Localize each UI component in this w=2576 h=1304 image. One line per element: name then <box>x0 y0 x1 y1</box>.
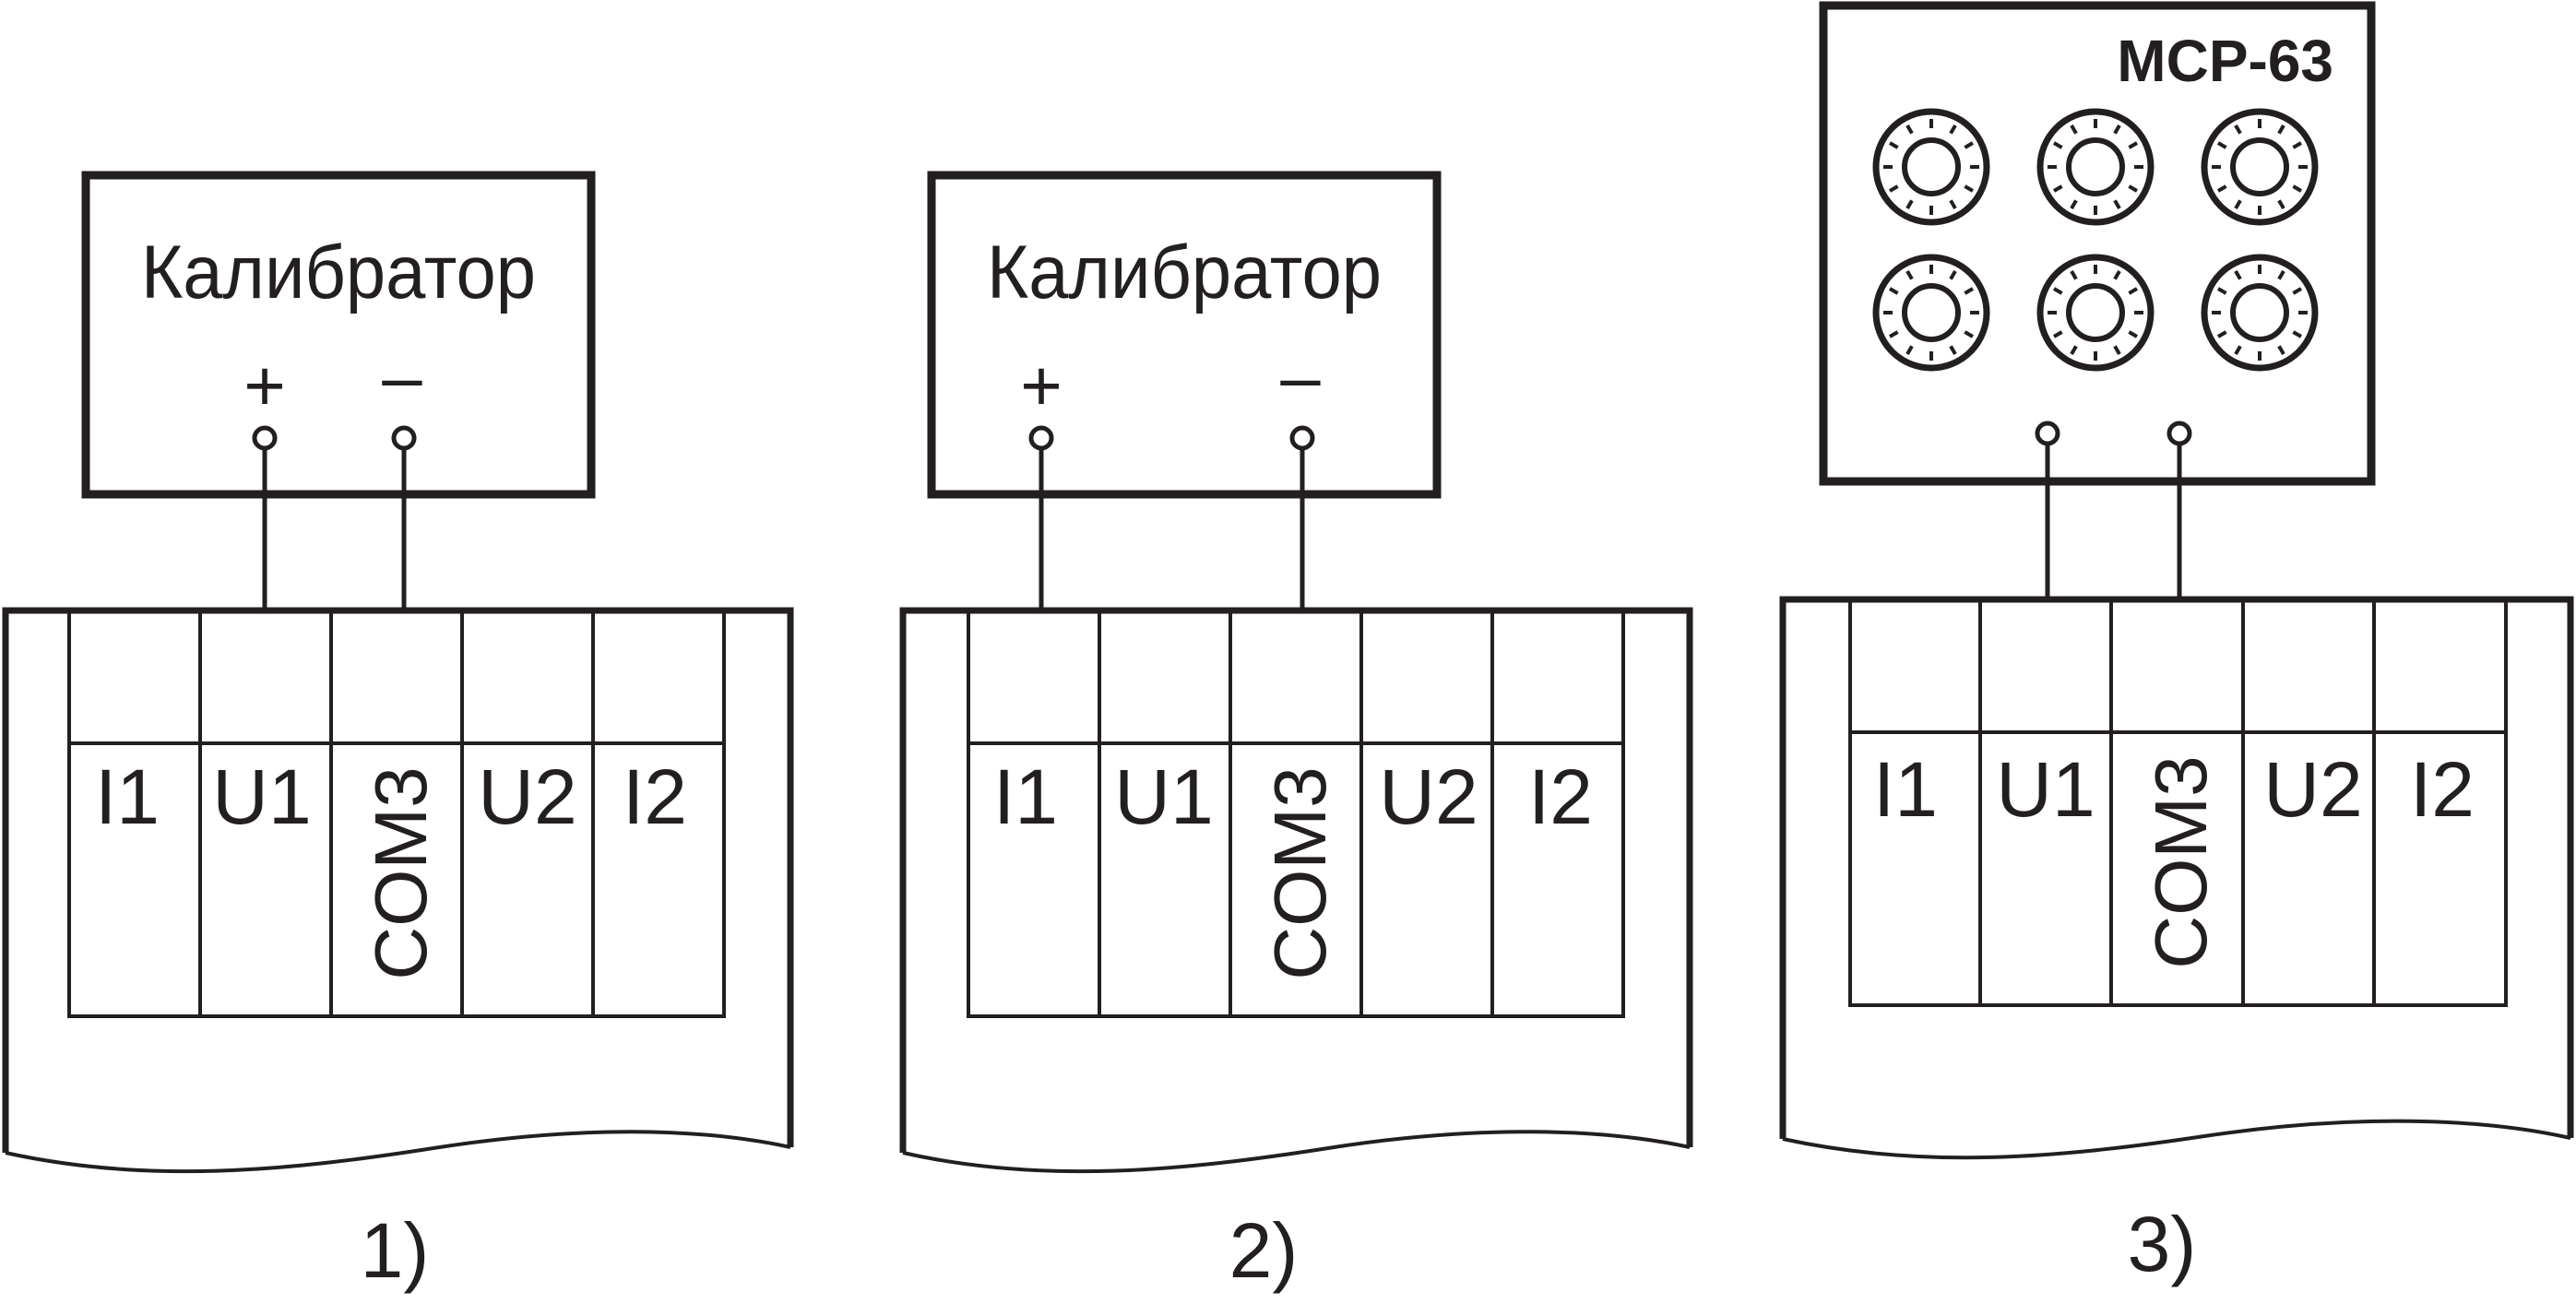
terminal-label-i2: I2 <box>623 753 687 840</box>
minus-terminal-label: – <box>1280 336 1321 417</box>
terminal-label-i2: I2 <box>2410 746 2475 833</box>
housing-break-edge <box>902 1130 1691 1174</box>
diagram-caption-3: 3) <box>2128 1201 2197 1287</box>
terminal-label-i1: I1 <box>95 753 160 840</box>
calibrator-title: Калибратор <box>141 231 536 314</box>
terminal-block-1: I1 U1 COM3 U2 I2 <box>67 609 726 1018</box>
calibrator-1: Калибратор + – <box>81 171 596 499</box>
terminal-label-com3: COM3 <box>2140 755 2222 968</box>
decade-knobs <box>1872 108 2319 372</box>
terminal-label-i1: I1 <box>1873 746 1938 833</box>
terminal-label-com3: COM3 <box>360 766 442 979</box>
terminal-label-i1: I1 <box>993 753 1058 840</box>
calibrator-2: Калибратор + – <box>927 171 1442 499</box>
terminal-block-3: I1 U1 COM3 U2 I2 <box>1848 598 2508 1007</box>
terminal-label-u1: U1 <box>212 753 311 840</box>
decade-knob-icon <box>2201 108 2319 226</box>
resistance-box-mcp63: МСР-63 <box>1819 1 2376 486</box>
output-terminal-left <box>2035 421 2060 446</box>
terminal-block-2: I1 U1 COM3 U2 I2 <box>967 609 1625 1018</box>
terminal-label-u1: U1 <box>1996 746 2095 833</box>
terminal-block-frame <box>67 609 726 1018</box>
plus-terminal-label: + <box>243 345 286 426</box>
terminal-label-u2: U2 <box>2263 746 2362 833</box>
decade-knob-icon <box>2036 108 2155 226</box>
terminal-label-com3: COM3 <box>1259 766 1341 979</box>
terminal-block-frame <box>967 609 1625 1018</box>
diagram-3: МСР-63 I1 U1 COM3 U2 I2 3) <box>1779 1 2574 1287</box>
resistance-box-title: МСР-63 <box>2117 28 2333 94</box>
decade-knob-icon <box>1872 254 1990 372</box>
terminal-label-i2: I2 <box>1528 753 1593 840</box>
terminal-label-u1: U1 <box>1114 753 1213 840</box>
diagram-1: Калибратор + – I1 U1 COM3 U2 I2 1) <box>2 171 794 1294</box>
diagram-caption-1: 1) <box>361 1207 430 1294</box>
terminal-label-u2: U2 <box>1379 753 1478 840</box>
terminal-label-u2: U2 <box>478 753 576 840</box>
calibrator-box <box>927 171 1442 499</box>
diagram-2: Калибратор + – I1 U1 COM3 U2 I2 2) <box>899 171 1693 1294</box>
calibrator-box <box>81 171 596 499</box>
diagram-caption-2: 2) <box>1229 1207 1299 1294</box>
housing-break-edge <box>5 1130 791 1174</box>
calibrator-title: Калибратор <box>987 231 1382 314</box>
minus-terminal-label: – <box>382 336 422 417</box>
decade-knob-icon <box>2036 254 2155 372</box>
resistance-box-frame <box>1819 1 2376 486</box>
decade-knob-icon <box>1872 108 1990 226</box>
plus-terminal-label: + <box>1020 345 1062 426</box>
minus-terminal <box>1289 425 1315 451</box>
minus-terminal <box>391 425 417 451</box>
terminal-block-frame <box>1848 598 2508 1007</box>
output-terminal-right <box>2166 421 2192 446</box>
decade-knob-icon <box>2201 254 2319 372</box>
plus-terminal <box>252 425 278 451</box>
plus-terminal <box>1028 425 1054 451</box>
housing-break-edge <box>1782 1119 2571 1160</box>
